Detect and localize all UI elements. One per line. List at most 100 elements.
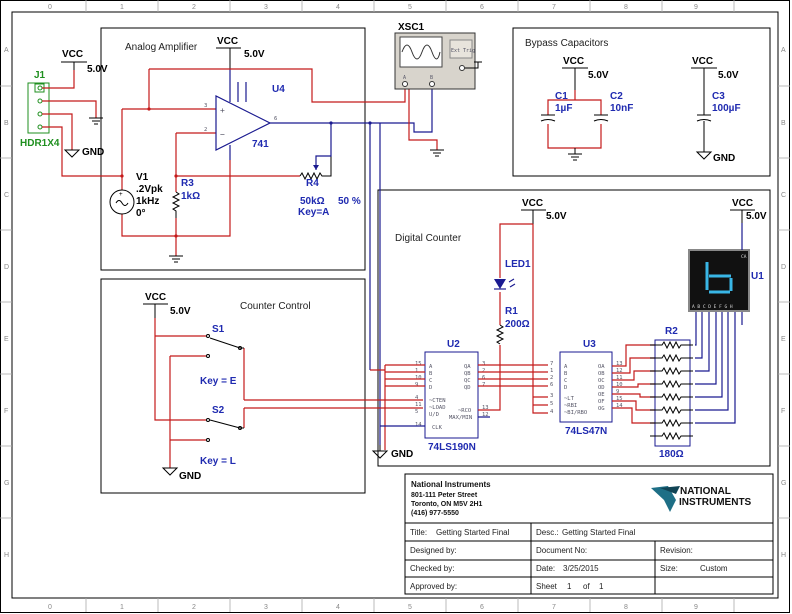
capacitor-c2[interactable] [593, 114, 609, 122]
u3-ref: U3 [583, 339, 596, 350]
svg-text:1: 1 [415, 368, 418, 374]
ruler-row: C [4, 192, 9, 199]
ground-icon [430, 149, 444, 157]
vcc-value: 5.0V [87, 64, 108, 75]
bypass-capacitors-block[interactable] [512, 27, 771, 177]
ruler-row: G [4, 480, 9, 487]
pin-number: 2 [204, 127, 207, 133]
svg-text:11: 11 [616, 375, 623, 381]
capacitor-c1[interactable] [540, 114, 556, 122]
v1-ref: V1 [136, 172, 149, 183]
ruler-col: 8 [624, 4, 628, 11]
c2-ref: C2 [610, 91, 623, 102]
digital-counter-title: Digital Counter [395, 233, 462, 244]
ground-icon [161, 467, 179, 476]
c1-ref: C1 [555, 91, 568, 102]
svg-text:~BI/RBO: ~BI/RBO [564, 410, 587, 416]
svg-text:14: 14 [616, 403, 623, 409]
svg-text:~RBI: ~RBI [564, 403, 577, 409]
svg-text:OC: OC [598, 378, 605, 384]
ruler-row: F [4, 408, 8, 415]
svg-text:C: C [564, 378, 567, 384]
seven-segment-display-u1[interactable] [688, 249, 750, 312]
svg-text:OA: OA [598, 364, 605, 370]
svg-text:6: 6 [550, 382, 553, 388]
ruler-row: B [781, 120, 786, 127]
ic-u2[interactable] [424, 351, 479, 439]
ic-u3[interactable] [559, 351, 613, 423]
svg-text:7: 7 [482, 382, 485, 388]
svg-text:CLK: CLK [432, 425, 443, 431]
c1-value: 1µF [555, 103, 572, 114]
s2-key: Key = L [200, 456, 236, 467]
resistor-r1[interactable] [495, 324, 505, 345]
vcc-value: 5.0V [746, 211, 767, 222]
analog-amplifier-block[interactable] [100, 27, 366, 271]
led1[interactable] [494, 278, 516, 290]
ground-icon [568, 148, 582, 161]
ruler-row: E [4, 336, 9, 343]
desc-value: Getting Started Final [562, 528, 636, 537]
counter-control-title: Counter Control [240, 301, 311, 312]
svg-text:~LT: ~LT [564, 396, 575, 402]
header-j1[interactable] [27, 82, 50, 134]
counter-control-block[interactable] [100, 278, 366, 494]
svg-text:15: 15 [415, 361, 422, 367]
digital-counter-block[interactable] [377, 189, 771, 467]
svg-text:INSTRUMENTS: INSTRUMENTS [679, 497, 752, 508]
ruler-row: C [781, 192, 786, 199]
date-value: 3/25/2015 [563, 564, 599, 573]
svg-text:2: 2 [482, 368, 485, 374]
revision-label: Revision: [660, 546, 693, 555]
date-label: Date: [536, 564, 555, 573]
title-block [404, 473, 774, 595]
svg-text:NATIONAL: NATIONAL [680, 486, 731, 497]
ruler-col: 6 [480, 604, 484, 611]
ruler-col: 1 [120, 4, 124, 11]
ruler-col: 4 [336, 604, 340, 611]
resistor-network-r2[interactable] [654, 339, 691, 447]
common-anode-label: CA [741, 254, 747, 260]
svg-text:10: 10 [415, 375, 422, 381]
s1-key: Key = E [200, 376, 237, 387]
address-line-2: Toronto, ON M5V 2H1 [411, 501, 483, 508]
switch-s1[interactable] [206, 334, 245, 358]
ruler-row: B [4, 120, 9, 127]
r1-value: 200Ω [505, 319, 530, 330]
vcc-label: VCC [732, 198, 753, 209]
ruler-col: 2 [192, 4, 196, 11]
ruler-col: 0 [48, 604, 52, 611]
vcc-label: VCC [62, 49, 83, 60]
ruler-row: G [781, 480, 786, 487]
ruler-col: 9 [694, 604, 698, 611]
svg-text:1: 1 [550, 368, 553, 374]
voltage-source-v1[interactable]: + [109, 189, 135, 215]
svg-text:QA: QA [464, 364, 471, 370]
capacitor-c3[interactable] [691, 67, 717, 160]
ground-icon [169, 255, 183, 263]
analog-amplifier-title: Analog Amplifier [125, 42, 198, 53]
of-label: of [583, 582, 590, 591]
resistor-r3[interactable] [171, 191, 181, 218]
u4-ref: U4 [272, 84, 285, 95]
svg-text:A: A [429, 364, 433, 370]
svg-text:QC: QC [464, 378, 471, 384]
svg-text:OD: OD [598, 385, 605, 391]
opamp-u4[interactable] [215, 95, 272, 151]
svg-text:A: A [564, 364, 568, 370]
potentiometer-r4[interactable] [299, 156, 332, 181]
gnd-label: GND [391, 449, 413, 460]
ruler-row: H [4, 552, 9, 559]
ruler-col: 1 [120, 604, 124, 611]
address-line-1: 801-111 Peter Street [411, 492, 478, 499]
pin-number: 3 [204, 103, 207, 109]
scope-ref: XSC1 [398, 22, 425, 33]
svg-text:4: 4 [550, 409, 554, 415]
gnd-label: GND [82, 147, 104, 158]
oscilloscope-xsc1[interactable] [394, 32, 476, 90]
switch-s2[interactable] [206, 418, 245, 442]
svg-text:+: + [220, 106, 225, 115]
